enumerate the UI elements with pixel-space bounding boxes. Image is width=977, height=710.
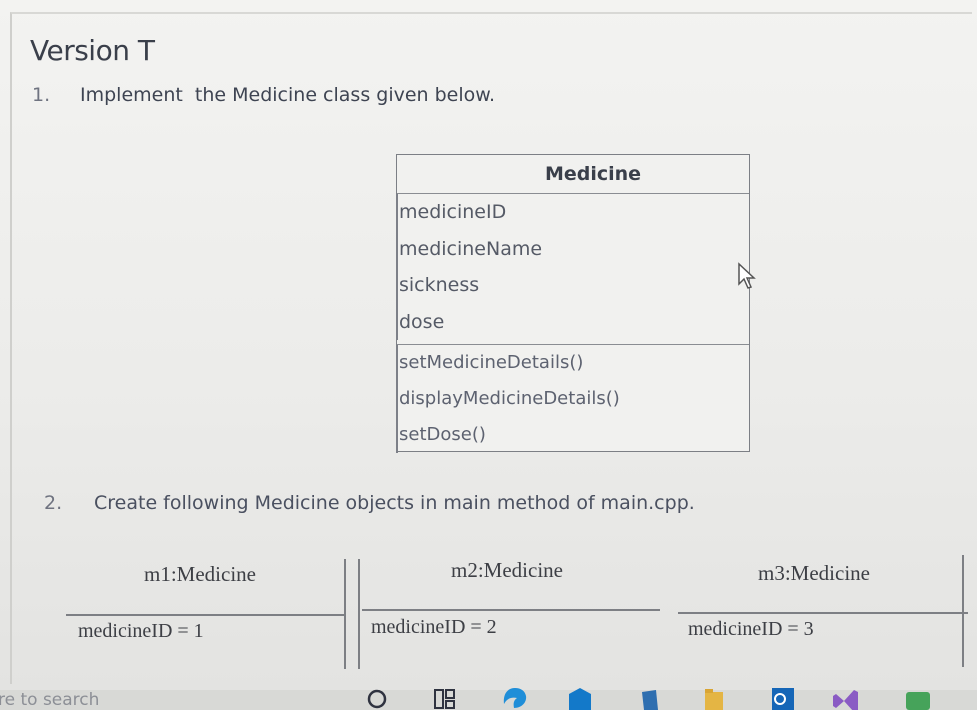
- uml-method: displayMedicineDetails(): [396, 381, 749, 417]
- uml-class-name: Medicine: [397, 155, 749, 194]
- question-number: 2.: [44, 492, 63, 514]
- document-frame: [10, 12, 972, 684]
- uml-attribute: dose: [396, 303, 749, 340]
- edge-icon[interactable]: [500, 684, 530, 710]
- object-border: [962, 555, 964, 667]
- uml-attribute: sickness: [396, 267, 749, 304]
- mouse-cursor-icon: [738, 262, 756, 289]
- object-value-m3: medicineID = 3: [688, 618, 814, 640]
- question-1: 1. Implement the Medicine class given bel…: [32, 84, 495, 106]
- question-text: Create following Medicine objects in mai…: [94, 492, 695, 514]
- object-divider-m2: [362, 609, 660, 611]
- object-border: [358, 559, 360, 669]
- object-label-m2: m2:Medicine: [451, 558, 563, 582]
- uml-method: setMedicineDetails(): [396, 345, 749, 381]
- uml-attributes: medicineID medicineName sickness dose: [396, 194, 749, 345]
- object-divider-m3: [678, 612, 968, 614]
- uml-attribute: medicineName: [396, 230, 749, 267]
- object-value-m1: medicineID = 1: [78, 620, 204, 642]
- uml-attribute: medicineID: [396, 194, 749, 231]
- object-value-m2: medicineID = 2: [371, 616, 497, 638]
- uml-methods: setMedicineDetails() displayMedicineDeta…: [396, 345, 749, 453]
- store-icon[interactable]: [565, 684, 595, 710]
- file-explorer-icon[interactable]: [702, 684, 726, 710]
- object-divider-m1: [66, 614, 344, 616]
- question-number: 1.: [32, 84, 51, 106]
- task-view-icon[interactable]: [432, 684, 458, 710]
- outlook-icon[interactable]: [768, 684, 798, 710]
- app-icon[interactable]: [900, 684, 934, 710]
- taskbar-search-box[interactable]: re to search: [0, 690, 100, 710]
- uml-class-box: Medicine medicineID medicineName sicknes…: [396, 154, 750, 453]
- page-title: Version T: [30, 34, 155, 67]
- object-border: [344, 559, 346, 669]
- document-page: Version T 1. Implement the Medicine class…: [0, 0, 977, 690]
- cortana-icon[interactable]: [366, 684, 388, 710]
- question-text: Implement the Medicine class given below…: [80, 84, 496, 106]
- question-2: 2. Create following Medicine objects in m…: [44, 492, 695, 514]
- object-label-m3: m3:Medicine: [758, 561, 870, 585]
- object-label-m1: m1:Medicine: [144, 562, 256, 586]
- mail-icon[interactable]: [638, 684, 662, 710]
- uml-method: setDose(): [396, 417, 749, 453]
- visual-studio-icon[interactable]: [830, 684, 860, 710]
